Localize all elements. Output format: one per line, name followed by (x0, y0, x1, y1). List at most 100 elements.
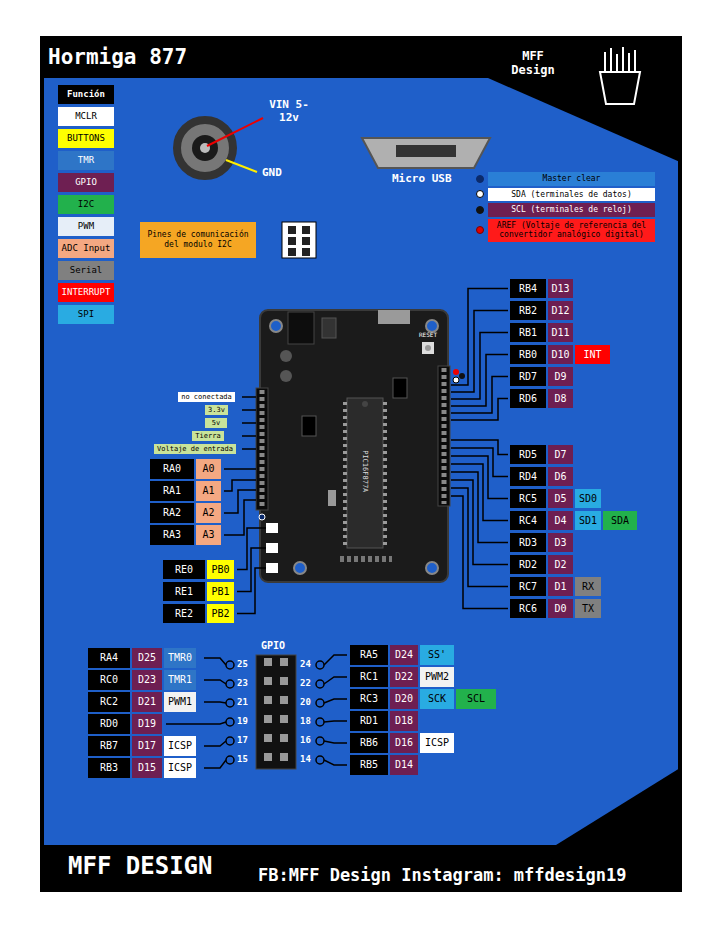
leader-line (224, 490, 256, 513)
legend-text: TMR (78, 155, 94, 166)
pin-label: Voltaje de entrada (154, 444, 236, 454)
pin-label: ICSP (164, 758, 196, 778)
mclr-dot (259, 514, 265, 520)
legend-text: GPIO (75, 177, 97, 188)
header-pins (260, 390, 265, 508)
pin-text: RC7 (519, 581, 537, 593)
pin-circle (226, 756, 234, 764)
pin-text: TMR1 (168, 674, 192, 686)
pin-label: D24 (390, 645, 418, 665)
connector-pins (292, 226, 306, 256)
label-box: MFF Design (500, 49, 566, 78)
pin-number: 24 (300, 659, 311, 669)
pin-text: D24 (395, 649, 413, 661)
pin-text: D9 (554, 371, 566, 383)
pin-text: PB0 (211, 564, 229, 576)
pin-label: PB1 (207, 582, 234, 601)
pin-label: SS' (420, 645, 454, 665)
legend-text: Master clear (543, 174, 601, 183)
pin-text: TX (582, 603, 594, 615)
leader-line (204, 741, 226, 746)
pin-text: INT (583, 349, 601, 361)
legend-text: MCLR (75, 111, 97, 122)
leader-line (324, 741, 347, 743)
pin-text: RC2 (100, 696, 118, 708)
pin-label: RB7 (88, 736, 130, 756)
legend-swatch: SPI (58, 305, 114, 324)
pin-text: RA4 (100, 652, 118, 664)
pin-label: D15 (132, 758, 162, 778)
pin-label: 3.3v (205, 405, 228, 415)
pin-text: RA2 (163, 507, 181, 519)
mounting-hole (426, 320, 438, 332)
label-box: Función (58, 85, 114, 104)
pin-text: 5v (212, 419, 220, 427)
pin-text: Pines de comunicación del modulo I2C (143, 230, 253, 249)
pin-label: D22 (390, 667, 418, 687)
logo-box (600, 72, 640, 104)
board-outline (260, 310, 448, 582)
board (256, 310, 465, 582)
leader-line (324, 655, 347, 665)
gpio-header (226, 655, 324, 770)
social-handle: FB:MFF Design Instagram: mffdesign19 (258, 865, 626, 885)
label-box: 23 (237, 678, 248, 689)
pin-label: RB5 (350, 755, 388, 775)
pin-text: SD1 (579, 515, 597, 527)
label-box: 20 (300, 697, 311, 708)
pin-label: TMR1 (164, 670, 196, 690)
i2c-connector (282, 222, 316, 258)
usb-slot (396, 145, 456, 157)
pin-label: ICSP (164, 736, 196, 756)
legend-text: SDA (terminales de datos) (511, 190, 631, 199)
brand-logo (600, 47, 640, 104)
mounting-hole (294, 562, 306, 574)
header-pins (268, 658, 284, 770)
right-header (438, 366, 450, 506)
pin-label: RC7 (510, 577, 546, 596)
legend-dot (476, 190, 484, 198)
legend-text: Serial (70, 265, 103, 276)
pin-number: 21 (237, 697, 248, 707)
pin-label: D8 (548, 389, 573, 408)
pin-text: D4 (554, 515, 566, 527)
label-box: RESET (419, 331, 437, 338)
leader-line (224, 468, 256, 470)
pin-label: D6 (548, 467, 573, 486)
pin-label: RC4 (510, 511, 546, 530)
push-button (266, 543, 278, 553)
pin-text: PWM2 (425, 671, 449, 683)
pin-text: SCL (467, 693, 485, 705)
title: Hormiga 877 (48, 45, 187, 69)
legend-swatch: ADC Input (58, 239, 114, 258)
pin-text: RB6 (360, 737, 378, 749)
legend-heading: Función (67, 89, 105, 100)
small-header (393, 378, 407, 398)
pin-label: RD3 (510, 533, 546, 552)
leader-line (324, 760, 347, 765)
pin-label: PB2 (207, 604, 234, 623)
legend-text: I2C (78, 199, 94, 210)
connector-label: Micro USB (392, 172, 452, 185)
pin-circle (226, 737, 234, 745)
pin-label: ICSP (420, 733, 454, 753)
label-box: 14 (300, 754, 311, 765)
pin-label: RX (575, 577, 601, 596)
pin-label: RE2 (163, 604, 205, 623)
pin-label: SDA (603, 511, 637, 530)
legend-swatch: Serial (58, 261, 114, 280)
pin-label: D23 (132, 670, 162, 690)
pin-label: RD2 (510, 555, 546, 574)
pin-label: D21 (132, 692, 162, 712)
legend-text: PWM (78, 221, 94, 232)
corner-band (556, 768, 680, 845)
leader-line (204, 760, 226, 768)
pin-label: D18 (390, 711, 418, 731)
pin-label: RB2 (510, 301, 546, 320)
pin-label: RD4 (510, 467, 546, 486)
leader-line (237, 568, 266, 614)
label-box: MFF DESIGN (68, 852, 213, 881)
pin-text: RB2 (519, 305, 537, 317)
frame (42, 38, 680, 890)
